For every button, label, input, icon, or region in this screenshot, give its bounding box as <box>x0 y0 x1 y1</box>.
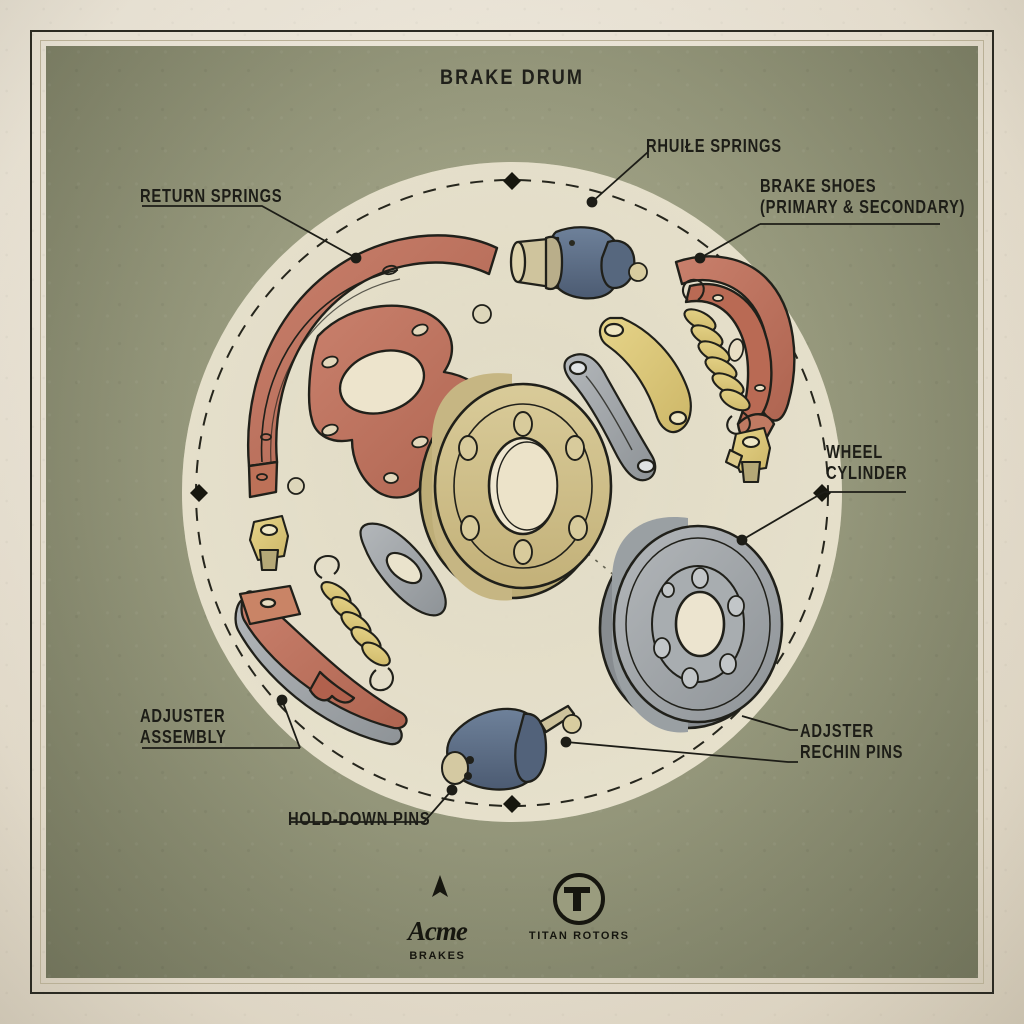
callout-adjster-rechin-pins: ADJSTER RECHIN PINS <box>800 721 904 763</box>
page-title: BRAKE DRUM <box>439 66 585 89</box>
titan-rotors-logo: TITAN ROTORS <box>529 873 630 942</box>
acme-wordmark: Acme <box>407 916 468 946</box>
inner-frame-border <box>40 40 984 984</box>
brand-logos: Acme BRAKES TITAN ROTORS <box>0 873 1024 962</box>
circle-t-mark-icon <box>553 873 606 925</box>
callout-hold-down-pins: HOLD-DOWN PINS <box>288 809 431 829</box>
callout-adjuster-assembly: ADJUSTER ASSEMBLY <box>140 706 227 748</box>
acme-brakes-logo: Acme BRAKES <box>394 873 480 962</box>
acme-subtext: BRAKES <box>409 950 466 962</box>
arrow-mark-icon <box>432 875 449 897</box>
callout-return-springs: RETURN SPRINGS <box>140 186 283 206</box>
outer-frame-border <box>30 30 994 994</box>
titan-subtext: TITAN ROTORS <box>528 930 630 942</box>
callout-brake-shoes: BRAKE SHOES (PRIMARY & SECONDARY) <box>760 176 966 218</box>
callout-rhuile-springs: RHUIŁE SPRINGS <box>646 136 782 156</box>
callout-wheel-cylinder: WHEEL CYLINDER <box>826 442 908 484</box>
